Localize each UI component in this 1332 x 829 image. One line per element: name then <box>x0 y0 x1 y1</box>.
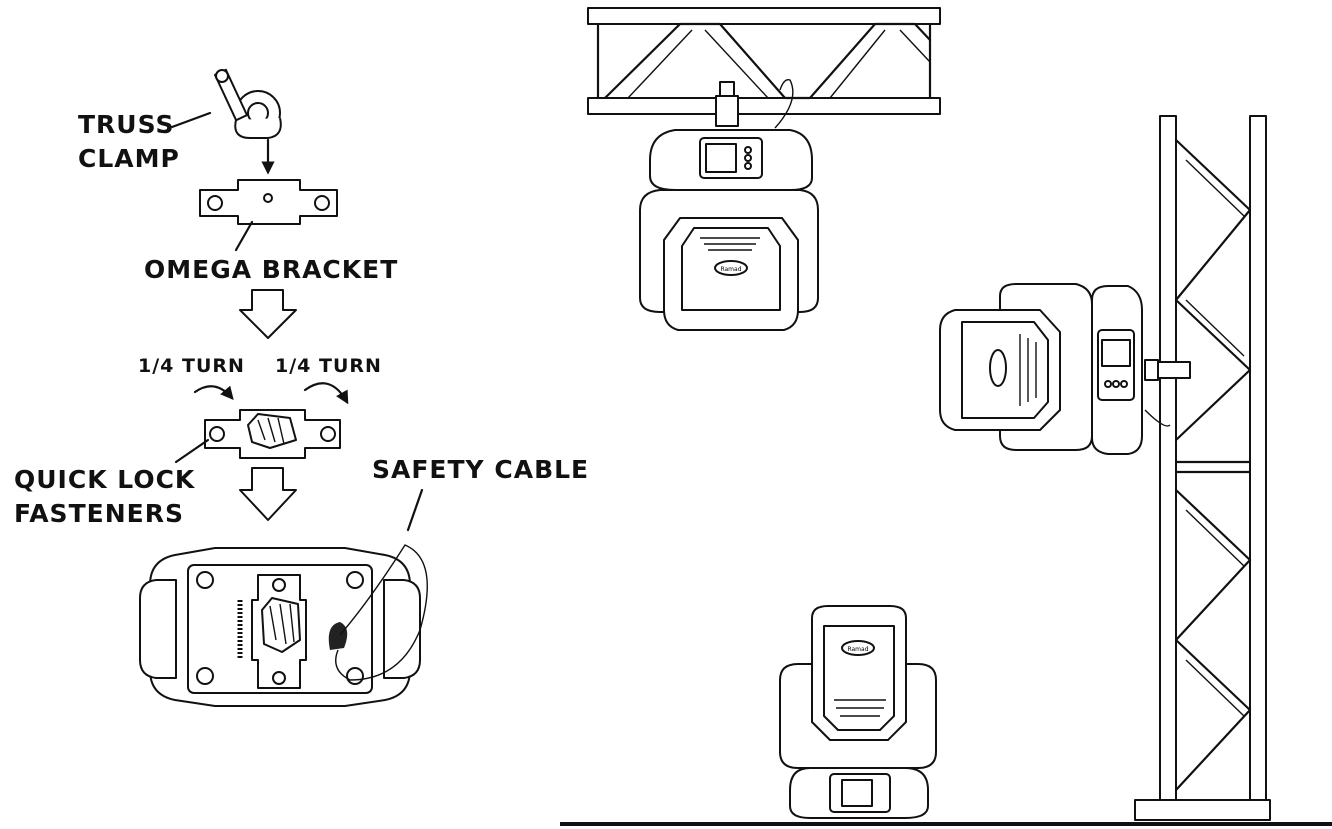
quick-lock-leader <box>174 438 210 464</box>
floor-standing-fixture: Ramad <box>779 605 937 819</box>
step-arrow-2 <box>239 467 297 521</box>
step-arrow-1 <box>239 289 297 339</box>
omega-bracket-illustration <box>199 179 338 225</box>
fixture-base-top-view <box>139 544 428 707</box>
bracket-with-fasteners-illustration <box>204 409 341 459</box>
truss-clamp-label-1: TRUSS <box>78 110 175 139</box>
hanging-fixture: Ramad <box>639 79 819 331</box>
truss-clamp-illustration <box>213 68 282 175</box>
omega-bracket-label: OMEGA BRACKET <box>144 255 398 284</box>
vertical-truss <box>1134 115 1271 821</box>
side-mounted-fixture <box>939 283 1191 455</box>
truss-clamp-label-2: CLAMP <box>78 144 180 173</box>
truss-clamp-leader <box>170 111 212 129</box>
quarter-turn-left-label: 1/4 TURN <box>138 355 245 377</box>
turn-arrow-left-icon <box>193 385 234 401</box>
fixture-logo-hanging: Ramad <box>720 266 741 273</box>
quick-lock-label-2: FASTENERS <box>14 499 184 528</box>
safety-cable-label: SAFETY CABLE <box>372 455 589 484</box>
safety-cable-leader <box>406 488 424 532</box>
quick-lock-label-1: QUICK LOCK <box>14 465 196 494</box>
quarter-turn-right-label: 1/4 TURN <box>275 355 382 377</box>
overhead-truss <box>587 7 941 115</box>
omega-bracket-leader <box>234 220 254 252</box>
fixture-logo-floor: Ramad <box>847 646 868 653</box>
turn-arrow-right-icon <box>303 382 349 405</box>
